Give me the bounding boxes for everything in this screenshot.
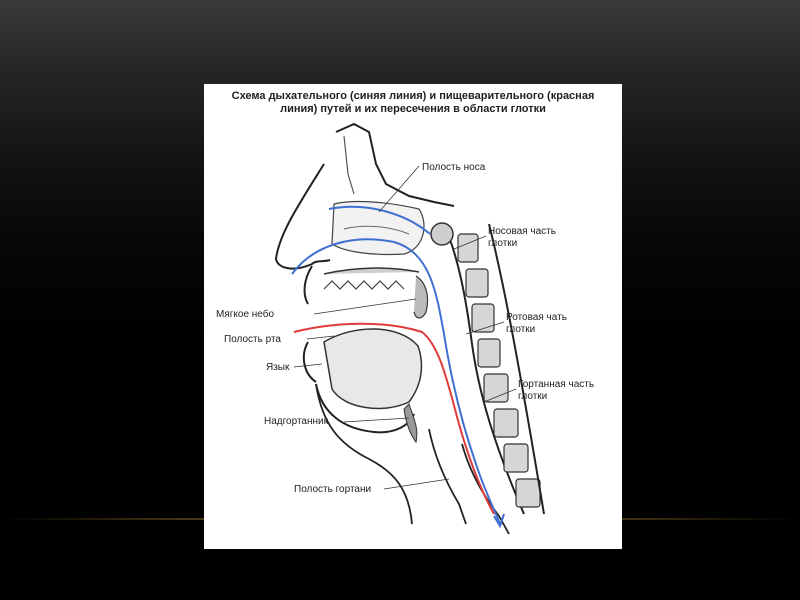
nasal-turbinate	[343, 225, 410, 235]
nose-outline	[274, 163, 331, 270]
label-epiglottis: Надгортанник	[264, 416, 328, 427]
figure-title: Схема дыхательного (синяя линия) и пищев…	[204, 90, 622, 116]
label-nasopharynx-line-2: глотки	[488, 238, 518, 249]
anatomy-diagram	[274, 122, 545, 535]
label-oropharynx-line-2: глотки	[506, 324, 536, 335]
nasal-cavity-shape	[331, 200, 425, 256]
label-oropharynx-line-1: Ротовая чать	[506, 312, 567, 323]
label-nasopharynx: Носовая часть глотки	[488, 226, 556, 250]
hard-palate	[323, 267, 420, 275]
digestive-path	[293, 322, 495, 515]
figure-title-line-1: Схема дыхательного (синяя линия) и пищев…	[231, 90, 595, 102]
label-larynx-cavity: Полость гортани	[294, 484, 372, 495]
larynx-outline	[428, 428, 467, 525]
label-oral-cavity: Полость рта	[224, 334, 281, 345]
label-soft-palate: Мягкое небо	[216, 309, 275, 320]
lower-jaw	[315, 383, 415, 434]
label-tongue: Язык	[266, 362, 290, 373]
label-nasopharynx-line-1: Носовая часть	[488, 226, 556, 237]
skull-inner-outline	[343, 135, 355, 195]
respiratory-arrow	[493, 513, 505, 529]
tongue-shape	[323, 328, 423, 410]
label-oropharynx: Ротовая чать глотки	[506, 312, 567, 336]
label-laryngopharynx-line-2: глотки	[518, 391, 548, 402]
upper-lip	[303, 265, 313, 305]
label-nasal-cavity: Полость носа	[422, 162, 486, 173]
nasal-bone-outline	[335, 122, 455, 207]
pharynx-posterior-wall	[443, 223, 525, 515]
epiglottis-shape	[403, 403, 418, 444]
spinal-column-outline	[488, 223, 545, 515]
soft-palate-shape	[413, 275, 429, 319]
figure-title-line-2: линия) путей и их пересечения в области …	[280, 103, 546, 115]
leader-lines	[293, 165, 517, 490]
lower-lip	[302, 341, 317, 383]
respiratory-path-upper	[328, 205, 431, 235]
label-laryngopharynx-line-1: Гортанная часть	[518, 379, 595, 390]
respiratory-path	[291, 238, 501, 525]
upper-teeth	[323, 280, 405, 290]
label-laryngopharynx: Гортанная часть глотки	[518, 379, 594, 403]
atlas-bone	[430, 222, 454, 246]
anatomy-figure: Схема дыхательного (синяя линия) и пищев…	[204, 84, 622, 549]
chin-neck-outline	[315, 383, 413, 525]
trachea-outline	[461, 443, 510, 535]
